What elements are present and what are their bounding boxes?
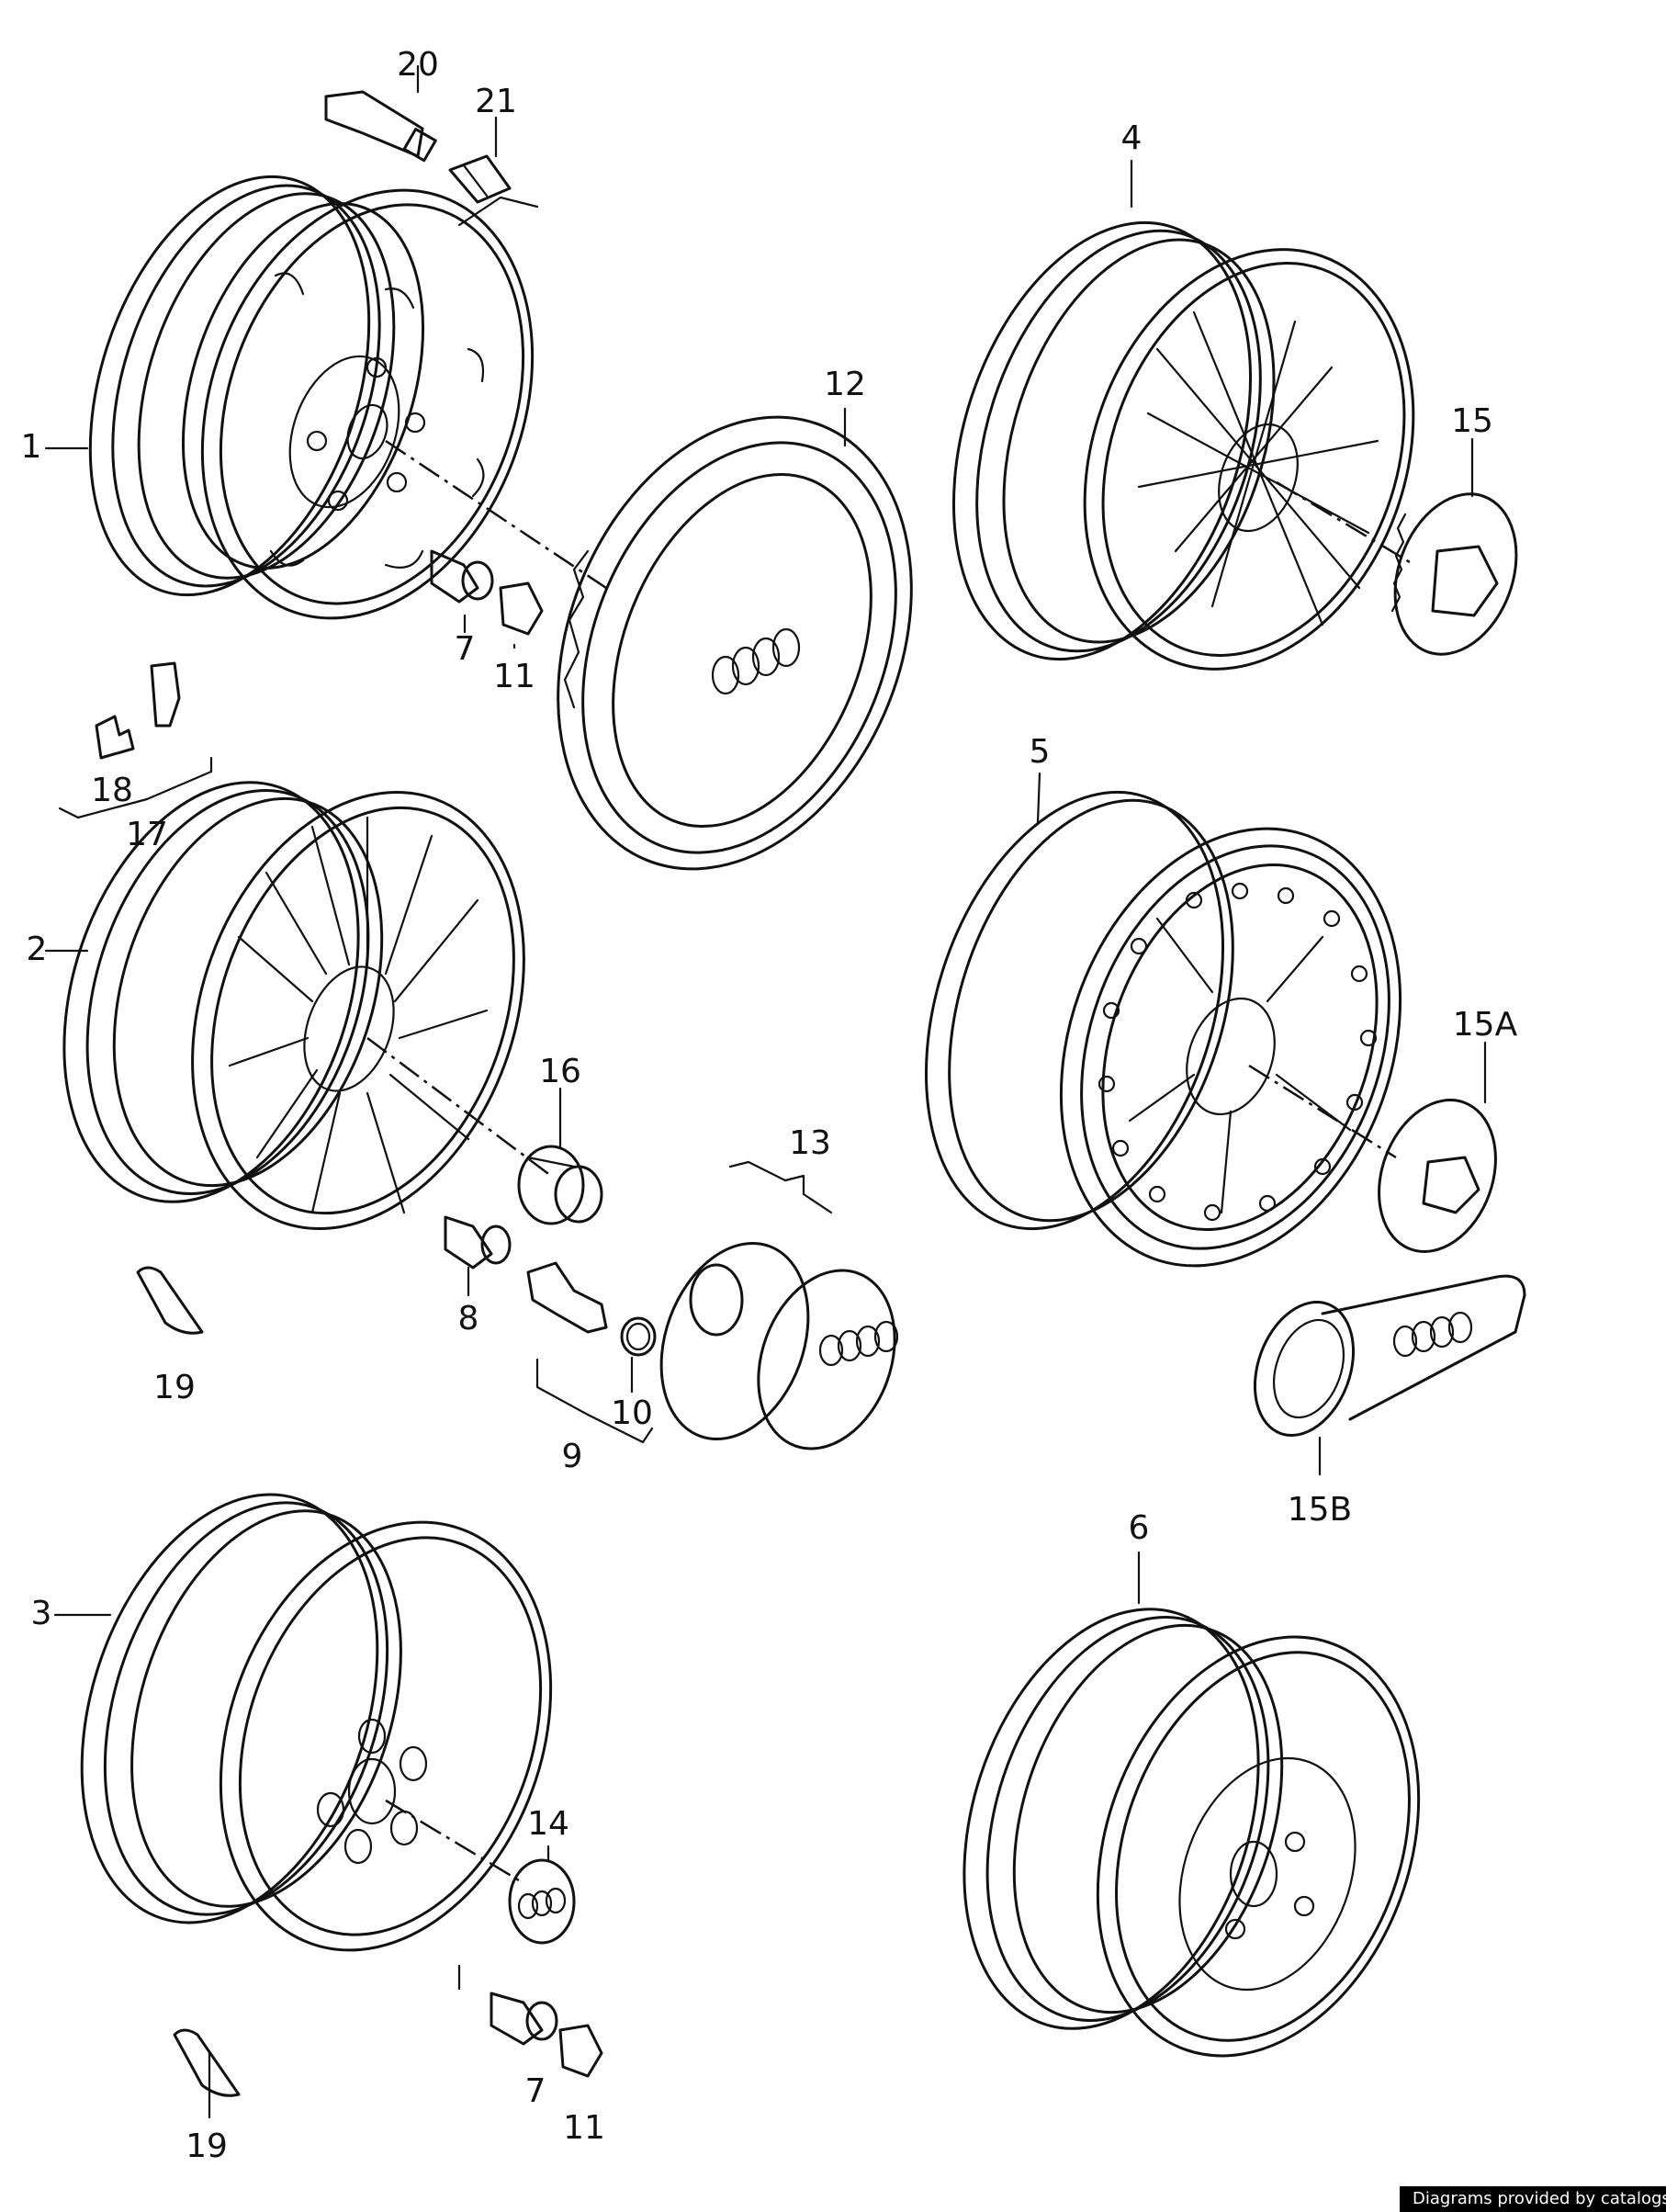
emblem-disc-13b xyxy=(757,1269,896,1450)
callout-4: 4 xyxy=(1121,119,1143,157)
callout-14: 14 xyxy=(527,1805,569,1843)
hubcap-12 xyxy=(557,415,913,871)
callout-11b: 11 xyxy=(563,2109,605,2147)
callout-2: 2 xyxy=(27,931,48,968)
callout-15: 15 xyxy=(1451,402,1493,440)
callout-21: 21 xyxy=(475,83,517,120)
callout-10: 10 xyxy=(611,1394,653,1432)
cap-tool-15B xyxy=(1253,1274,1526,1438)
lock-bolt-16 xyxy=(517,1145,603,1225)
clip-17 xyxy=(150,661,181,728)
callout-20: 20 xyxy=(397,46,439,84)
center-cap-14 xyxy=(508,1858,576,1945)
valve-leader xyxy=(457,196,539,227)
callout-3: 3 xyxy=(31,1595,52,1632)
wheel-bolt-7-top xyxy=(430,549,494,604)
wheel-6 xyxy=(962,1608,1421,2058)
clip-18 xyxy=(95,715,135,760)
wheel-3 xyxy=(80,1493,553,1952)
footer-credit: Diagrams provided by catalogs parts xyxy=(1400,2186,1666,2212)
callout-5: 5 xyxy=(1030,733,1051,771)
callout-11a: 11 xyxy=(493,658,535,695)
center-cap-15A xyxy=(1378,1099,1497,1253)
valve-cap-21 xyxy=(448,154,512,204)
callout-1: 1 xyxy=(21,428,42,466)
wheel-nut-11-bottom xyxy=(558,2024,603,2078)
center-cap-15 xyxy=(1390,492,1518,656)
callout-6: 6 xyxy=(1129,1509,1150,1547)
callout-19a: 19 xyxy=(153,1369,196,1406)
emblem-bracket xyxy=(728,1160,833,1214)
callout-17: 17 xyxy=(126,816,168,853)
balance-weight-19a xyxy=(136,1266,204,1335)
balance-weight-19b xyxy=(173,2028,241,2097)
key-bracket xyxy=(535,1358,654,1444)
ring-10 xyxy=(620,1316,657,1357)
clip-bracket xyxy=(58,756,213,819)
callout-7a: 7 xyxy=(455,630,476,668)
callout-16: 16 xyxy=(539,1053,581,1090)
wheel-bolt-7-bottom xyxy=(490,1992,558,2046)
callout-labels: 1 2 3 4 5 6 7 7 8 9 10 11 11 12 13 14 15… xyxy=(21,46,1518,2165)
wheel-bolt-8 xyxy=(444,1215,512,1270)
wheel-nut-11-top xyxy=(499,581,544,636)
callout-7b: 7 xyxy=(525,2072,546,2110)
valve-stem-20 xyxy=(324,90,437,163)
callout-19b: 19 xyxy=(186,2127,228,2165)
callout-15B: 15B xyxy=(1288,1491,1353,1529)
callout-12: 12 xyxy=(824,366,866,403)
key-9 xyxy=(526,1261,608,1334)
wheel-2 xyxy=(62,781,552,1230)
callout-13: 13 xyxy=(789,1124,831,1162)
leader-lines xyxy=(44,64,1487,2119)
callout-18: 18 xyxy=(91,772,133,809)
callout-9: 9 xyxy=(562,1438,583,1475)
emblem-13 xyxy=(659,1241,899,1441)
credit-text: Diagrams provided by catalogs parts xyxy=(1413,2189,1666,2208)
wheel-1 xyxy=(88,175,607,620)
wheel-4 xyxy=(951,220,1415,671)
callout-15A: 15A xyxy=(1453,1006,1518,1044)
callout-8: 8 xyxy=(458,1300,479,1337)
wheel-5 xyxy=(924,790,1402,1268)
